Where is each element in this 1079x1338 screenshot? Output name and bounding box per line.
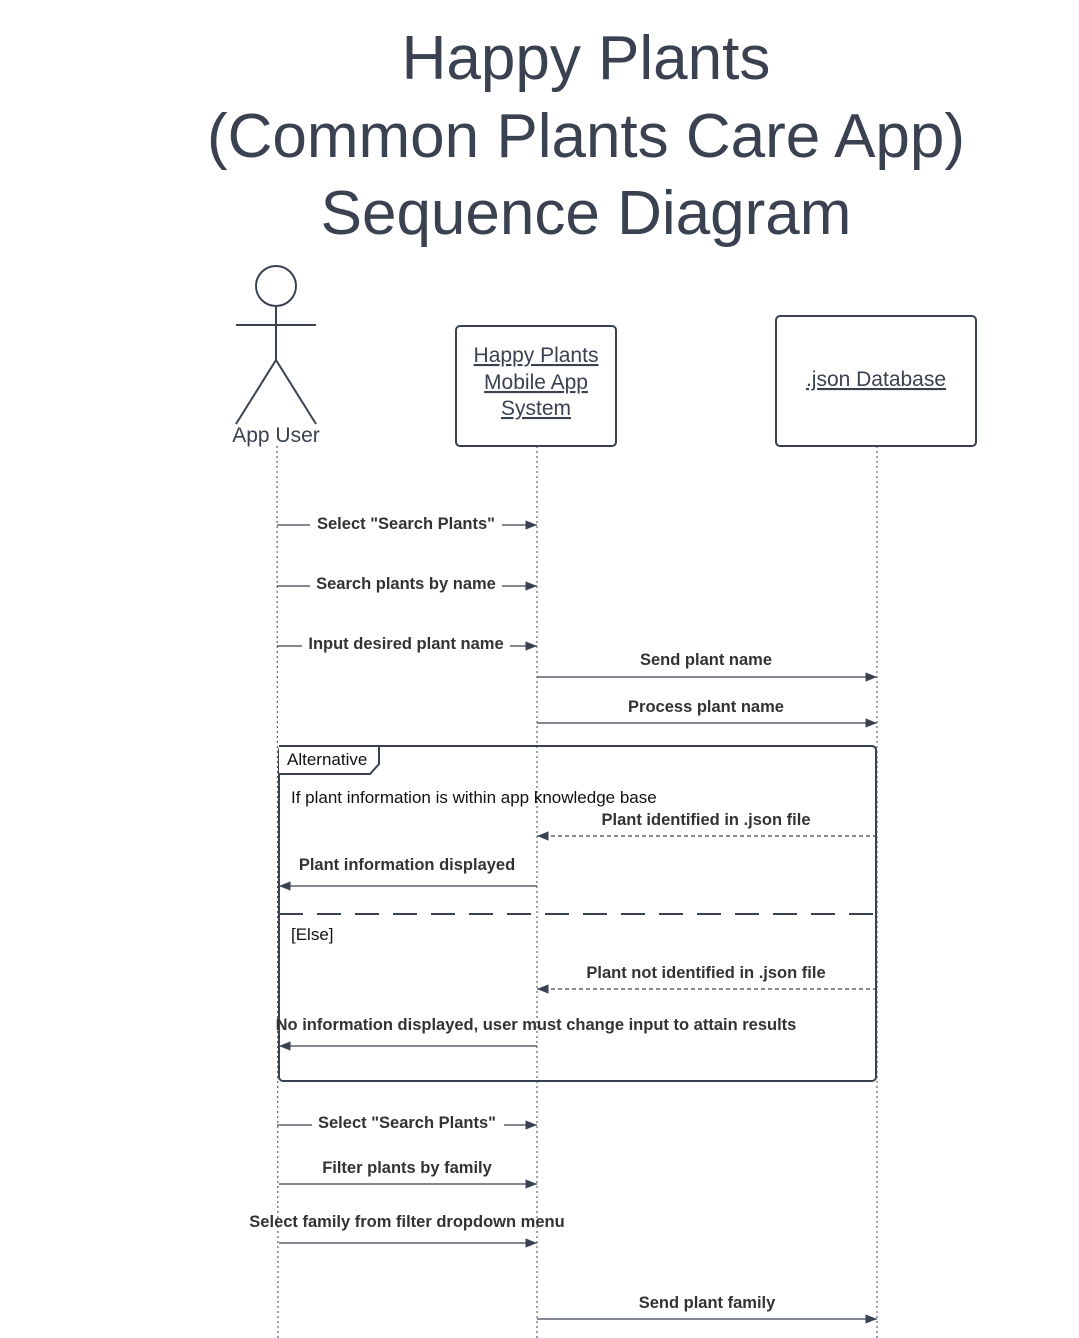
message-label-3: Input desired plant name (308, 635, 503, 653)
actor-right-leg (275, 359, 317, 425)
message-label-4: Send plant name (640, 651, 772, 669)
message-label-10: Select "Search Plants" (318, 1114, 496, 1132)
actor-left-leg (235, 359, 277, 425)
app-system-box (455, 325, 617, 447)
message-label-bg-2 (310, 573, 502, 595)
message-label-bg-1 (310, 512, 502, 534)
message-label-7: Plant information displayed (299, 856, 515, 874)
database-box (775, 315, 977, 447)
actor-app-user (235, 265, 317, 425)
message-label-bg-10 (312, 1112, 504, 1134)
message-label-12: Select family from filter dropdown menu (249, 1213, 564, 1231)
message-label-bg-3 (302, 633, 510, 655)
alternative-fragment-label: Alternative (287, 750, 367, 769)
actor-head (255, 265, 297, 307)
message-label-11: Filter plants by family (322, 1159, 492, 1177)
lifeline-app-user (276, 445, 279, 1338)
diagram-title-line-1: Happy Plants (402, 24, 771, 93)
message-label-5: Process plant name (628, 698, 784, 716)
message-label-1: Select "Search Plants" (317, 515, 495, 533)
message-label-2: Search plants by name (316, 575, 496, 593)
alternative-fragment-tab (279, 745, 380, 775)
message-label-8: Plant not identified in .json file (586, 964, 825, 982)
message-label-9: No information displayed, user must chan… (276, 1016, 797, 1034)
message-label-13: Send plant family (639, 1294, 776, 1312)
app-system-label-line-2: Mobile App (484, 371, 588, 394)
diagram-title-line-3: Sequence Diagram (321, 179, 852, 248)
app-system-label-line-1: Happy Plants (474, 344, 599, 367)
alternative-condition: If plant information is within app knowl… (291, 788, 657, 807)
app-system-label-line-3: System (501, 397, 571, 420)
database-label: .json Database (806, 368, 946, 391)
else-label: [Else] (291, 925, 334, 944)
diagram-title-line-2: (Common Plants Care App) (207, 102, 965, 171)
actor-label: App User (232, 424, 320, 447)
message-label-6: Plant identified in .json file (601, 811, 810, 829)
